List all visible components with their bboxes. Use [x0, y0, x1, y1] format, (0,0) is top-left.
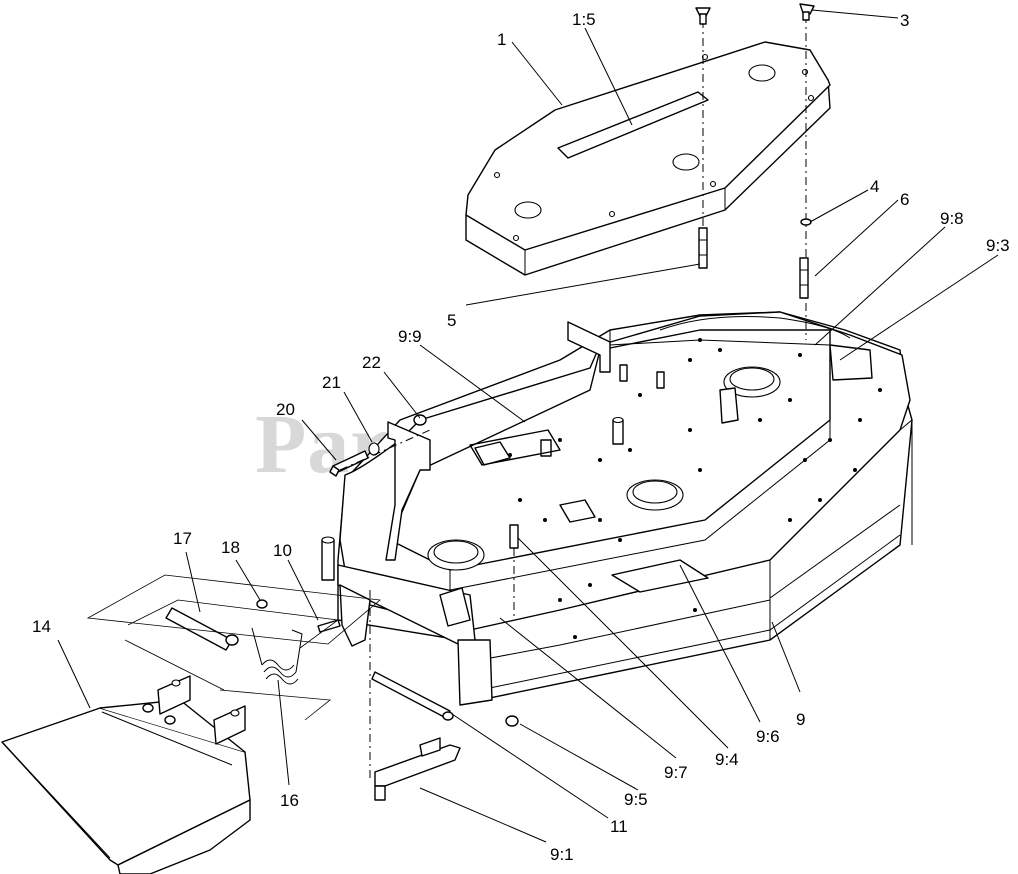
callout-17: 17 — [173, 529, 192, 548]
lower-hardware — [369, 524, 519, 801]
callout-11: 11 — [610, 817, 628, 836]
callout-9-8: 9:8 — [940, 209, 964, 228]
callout-9-3: 9:3 — [986, 236, 1010, 255]
callout-5: 5 — [447, 311, 456, 330]
callout-18: 18 — [221, 538, 240, 557]
callout-14: 14 — [32, 617, 51, 636]
callout-4: 4 — [870, 177, 879, 196]
callout-9-9: 9:9 — [398, 327, 422, 346]
callout-9-4: 9:4 — [715, 750, 739, 769]
callout-10: 10 — [273, 541, 292, 560]
callout-9: 9 — [796, 710, 805, 729]
discharge-chute — [1, 574, 381, 874]
callout-9-6: 9:6 — [756, 727, 780, 746]
callout-1-5: 1:5 — [572, 10, 596, 29]
callout-20: 20 — [276, 400, 295, 419]
callout-9-1: 9:1 — [550, 845, 574, 864]
callout-3: 3 — [900, 11, 909, 30]
side-hardware — [329, 414, 431, 477]
callout-9-7: 9:7 — [664, 763, 688, 782]
callout-22: 22 — [362, 353, 381, 372]
callout-6: 6 — [900, 190, 909, 209]
leader-lines — [57, 9, 999, 843]
belt-cover — [465, 41, 831, 276]
callout-9-5: 9:5 — [624, 790, 648, 809]
callout-21: 21 — [322, 373, 341, 392]
mower-deck — [321, 311, 913, 706]
callout-1: 1 — [497, 30, 506, 49]
callout-labels: 1 1:5 3 4 6 9:8 9:3 5 9:9 22 21 20 17 18… — [32, 10, 1010, 864]
callout-16: 16 — [280, 791, 299, 810]
